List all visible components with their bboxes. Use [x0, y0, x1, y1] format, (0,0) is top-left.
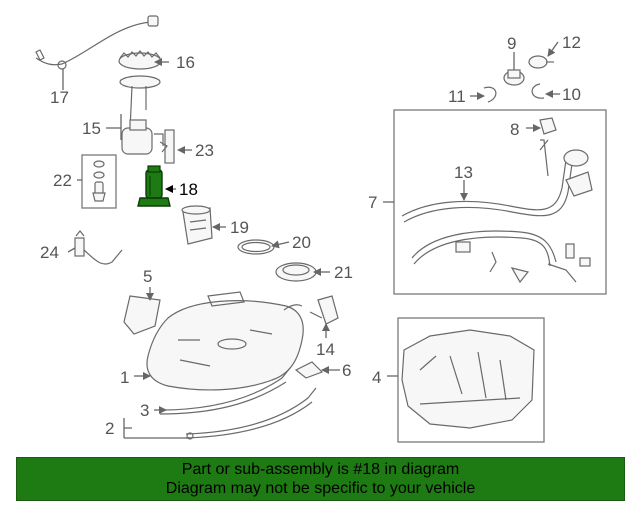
part-8-clip: [539, 117, 557, 135]
part-4-box: [397, 317, 545, 443]
part-5-shield: [123, 295, 161, 335]
part-7-box: [393, 109, 607, 295]
callout-18: 18: [179, 180, 198, 199]
part-23-sender: [159, 129, 175, 164]
part-22-box: [81, 154, 117, 209]
part-18-fuel-pump: [137, 165, 171, 207]
callout-19: 19: [230, 218, 249, 237]
callout-6: 6: [342, 361, 351, 380]
part-19-filter: [181, 205, 213, 245]
info-banner: Part or sub-assembly is #18 in diagram D…: [16, 457, 625, 501]
callout-16: 16: [176, 53, 195, 72]
callout-15: 15: [82, 119, 101, 138]
part-1-fuel-tank: [146, 291, 304, 391]
callout-7: 7: [368, 193, 377, 212]
part-7-small-parts: [455, 241, 591, 284]
callout-1: 1: [120, 368, 129, 387]
callout-22: 22: [53, 171, 72, 190]
callout-3: 3: [140, 401, 149, 420]
part-10-clamp: [531, 83, 545, 99]
part-14-hose: [309, 295, 339, 325]
callout-10: 10: [562, 85, 581, 104]
part-16-retainer-ring: [118, 50, 162, 70]
callout-20: 20: [292, 233, 311, 252]
part-3-strap: [159, 367, 291, 415]
part-15-pump-bracket: [119, 75, 164, 155]
part-12-cap: [528, 55, 554, 69]
callout-13: 13: [454, 163, 473, 182]
part-4-protector: [401, 329, 535, 429]
part-2-strap: [185, 387, 317, 440]
callout-17: 17: [50, 88, 69, 107]
part-11-clamp: [483, 86, 497, 103]
callout-12: 12: [562, 33, 581, 52]
callout-11: 11: [448, 87, 466, 106]
part-20-gasket: [237, 239, 275, 255]
callout-21: 21: [334, 263, 353, 282]
part-9-valve: [503, 69, 525, 86]
banner-line-2: Diagram may not be specific to your vehi…: [165, 480, 476, 497]
part-7-filler-neck: [563, 149, 593, 197]
part-6-bracket: [294, 361, 324, 379]
part-21-retainer: [275, 262, 317, 282]
part-17-tube: [35, 15, 159, 70]
callout-2: 2: [105, 419, 114, 438]
callout-4: 4: [372, 368, 381, 387]
part-24-wire: [74, 230, 123, 265]
callout-5: 5: [143, 267, 152, 286]
part-13-filler-pipe: [401, 139, 573, 267]
banner-line-1: Part or sub-assembly is #18 in diagram: [181, 461, 460, 478]
callout-14: 14: [316, 340, 335, 359]
callout-9: 9: [507, 34, 516, 53]
callout-8: 8: [510, 120, 519, 139]
callout-24: 24: [40, 243, 59, 262]
callout-23: 23: [195, 141, 214, 160]
